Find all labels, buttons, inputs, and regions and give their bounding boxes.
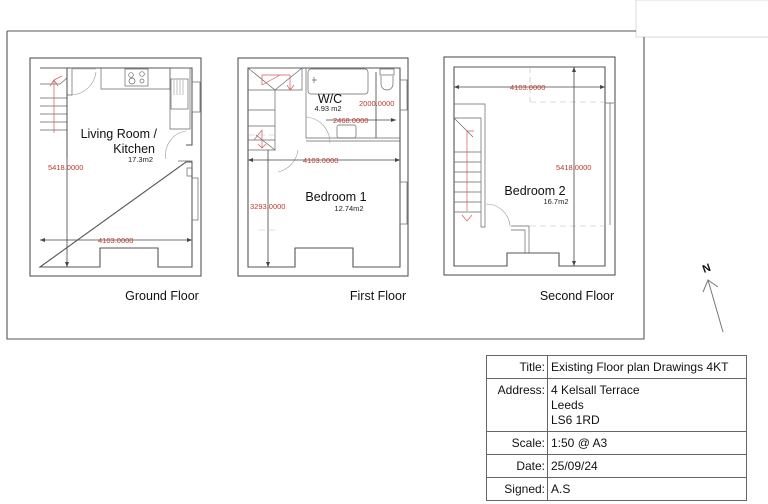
address-label: Address:	[487, 379, 548, 431]
basin	[336, 124, 357, 139]
toilet-cistern	[379, 68, 395, 76]
scale-row: Scale: 1:50 @ A3	[487, 432, 746, 455]
title-block: Title: Existing Floor plan Drawings 4KT …	[486, 355, 747, 501]
window	[399, 181, 408, 225]
room-area-bedroom-1: 12.74m2	[334, 204, 363, 213]
title-value: Existing Floor plan Drawings 4KT	[551, 360, 729, 374]
room-name-kitchen: Kitchen	[113, 142, 155, 156]
room-name-bedroom-2: Bedroom 2	[504, 184, 565, 198]
room-area-wc: 4.93 m2	[314, 104, 341, 113]
plan-frame	[6, 31, 645, 340]
sheet-corner-frame	[635, 0, 768, 38]
window	[191, 177, 199, 221]
hob	[124, 68, 149, 87]
signed-label: Signed:	[487, 478, 548, 500]
address-line-2: Leeds	[551, 398, 584, 412]
floor-label-second: Second Floor	[540, 289, 614, 303]
width-dimension: 4103.0000	[98, 236, 133, 245]
window	[191, 81, 201, 113]
door-swing	[485, 203, 511, 227]
address-line-1: 4 Kelsall Terrace	[551, 383, 640, 397]
room-name-bedroom-1: Bedroom 1	[305, 190, 366, 204]
signed-value: A.S	[551, 482, 571, 496]
date-label: Date:	[487, 455, 548, 477]
floor-label-first: First Floor	[350, 289, 406, 303]
depth-dimension: 5418.0000	[556, 163, 591, 172]
scale-value: 1:50 @ A3	[551, 436, 608, 450]
stair-arrow	[261, 74, 295, 91]
address-value: 4 Kelsall Terrace Leeds LS6 1RD	[548, 379, 746, 431]
toilet	[380, 76, 394, 91]
door-swing	[71, 68, 97, 96]
stair-arrow	[461, 130, 474, 222]
room-area-bedroom-2: 16.7m2	[543, 197, 568, 206]
signed-row: Signed: A.S	[487, 478, 746, 500]
sink-unit	[169, 67, 191, 130]
north-label: N	[701, 262, 713, 276]
wc-width-dimension: 2468.0000	[333, 116, 368, 125]
address-row: Address: 4 Kelsall Terrace Leeds LS6 1RD	[487, 379, 746, 432]
scale-label: Scale:	[487, 432, 548, 454]
stair	[247, 67, 303, 151]
window	[604, 102, 614, 225]
address-line-3: LS6 1RD	[551, 413, 600, 427]
title-label: Title:	[487, 356, 548, 378]
depth-dimension: 5418.0000	[48, 163, 83, 172]
stair	[40, 67, 68, 158]
wc-height-dimension: 2000.0000	[359, 99, 394, 108]
door-swing	[165, 130, 187, 160]
room-name-living-room: Living Room /	[81, 127, 158, 141]
stair	[453, 103, 486, 228]
room-name-wc: W/C	[318, 92, 342, 106]
width-dimension: 4103.0000	[510, 83, 545, 92]
stair-arrow	[49, 75, 63, 133]
second-floor-plan: 4103.0000 5418.0000 Bedroom 2 16.7m2 Sec…	[443, 56, 616, 303]
bathtub	[307, 68, 369, 95]
floor-label-ground: Ground Floor	[125, 289, 199, 303]
width-dimension: 4103.0000	[303, 156, 338, 165]
room-area: 17.3m2	[128, 155, 153, 164]
first-floor-plan: 2000.0000 2468.0000 4103.0000 3293.0000 …	[237, 57, 409, 303]
title-row: Title: Existing Floor plan Drawings 4KT	[487, 356, 746, 379]
date-value: 25/09/24	[551, 459, 598, 473]
north-arrow: N	[701, 262, 724, 333]
sink	[170, 78, 189, 110]
door-swing	[305, 116, 331, 144]
bedroom-depth-dimension: 3293.0000	[250, 202, 285, 211]
ground-floor-plan: 5418.0000 4103.0000 Living Room / Kitche…	[29, 57, 202, 303]
date-row: Date: 25/09/24	[487, 455, 746, 478]
window	[399, 79, 408, 111]
